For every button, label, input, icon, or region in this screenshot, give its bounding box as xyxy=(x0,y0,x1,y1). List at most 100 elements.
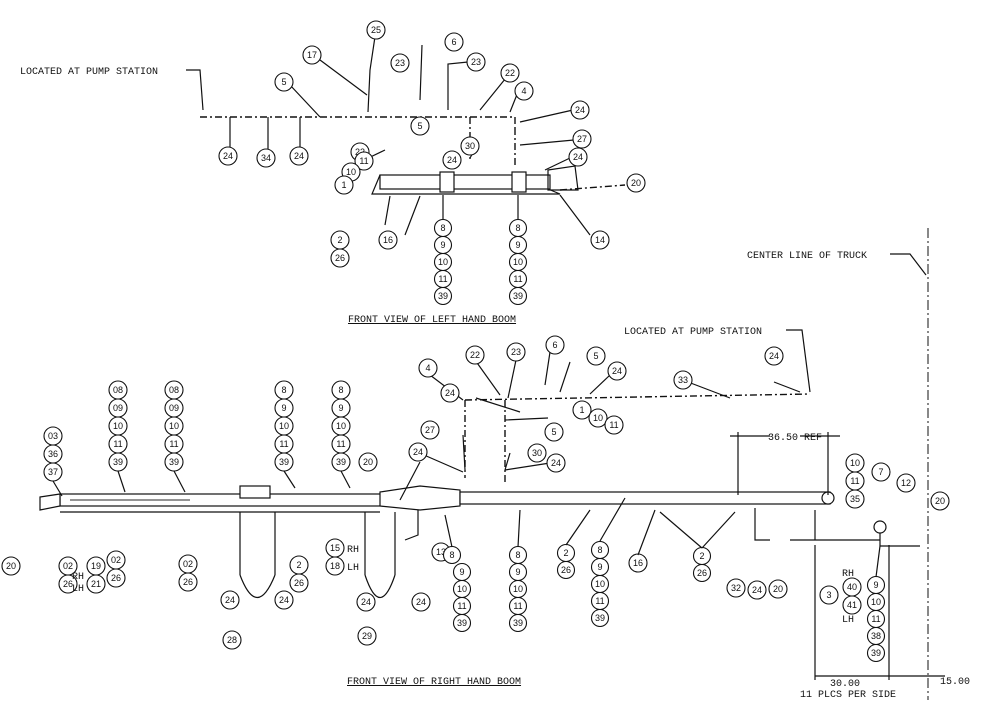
svg-text:2: 2 xyxy=(296,560,301,570)
svg-text:20: 20 xyxy=(363,457,373,467)
svg-text:30: 30 xyxy=(532,448,542,458)
dim-30-15 xyxy=(814,545,945,680)
plcs-label: 11 PLCS PER SIDE xyxy=(800,690,896,701)
svg-text:39: 39 xyxy=(113,457,123,467)
callout-b21: 21 xyxy=(86,574,106,594)
svg-text:09: 09 xyxy=(169,403,179,413)
callout-b24b: 24 xyxy=(274,590,294,610)
svg-text:15: 15 xyxy=(330,543,340,553)
svg-text:3: 3 xyxy=(826,590,831,600)
svg-text:39: 39 xyxy=(513,618,523,628)
callout-b26a: 26 xyxy=(58,574,78,594)
svg-text:5: 5 xyxy=(281,77,286,87)
svg-text:23: 23 xyxy=(395,58,405,68)
left-boom-clamp-a xyxy=(439,171,455,193)
callout-r5b: 5 xyxy=(544,422,564,442)
svg-text:11: 11 xyxy=(457,601,466,611)
callout-stack-r-g: 2 26 xyxy=(692,546,712,583)
callout-27: 27 xyxy=(572,129,592,149)
callout-17: 17 xyxy=(302,45,322,65)
callout-stack-r08a: 08 09 10 11 39 xyxy=(108,380,128,472)
svg-text:24: 24 xyxy=(752,585,762,595)
svg-text:5: 5 xyxy=(593,351,598,361)
svg-text:16: 16 xyxy=(383,235,393,245)
left-boom-nozzle xyxy=(547,165,579,191)
left-boom-tube xyxy=(379,174,551,190)
svg-text:26: 26 xyxy=(111,573,121,583)
callout-r24c: 24 xyxy=(440,383,460,403)
callout-r27: 27 xyxy=(420,420,440,440)
center-line-leader xyxy=(890,253,927,276)
svg-text:2: 2 xyxy=(563,548,568,558)
callout-b02b: 02 xyxy=(106,550,126,570)
svg-text:41: 41 xyxy=(847,600,857,610)
callout-stack-r-e: 2 26 xyxy=(556,543,576,580)
svg-text:26: 26 xyxy=(294,578,304,588)
rh-label-c: RH xyxy=(842,569,854,580)
svg-text:10: 10 xyxy=(457,584,467,594)
svg-text:8: 8 xyxy=(281,385,286,395)
svg-text:10: 10 xyxy=(595,579,605,589)
svg-text:10: 10 xyxy=(513,584,523,594)
callout-b7: 7 xyxy=(871,462,891,482)
callout-b32: 32 xyxy=(726,578,746,598)
svg-text:02: 02 xyxy=(183,559,193,569)
callout-b2a: 2 xyxy=(289,555,309,575)
svg-text:23: 23 xyxy=(471,57,481,67)
svg-text:10: 10 xyxy=(871,597,881,607)
rh-label-a: RH xyxy=(72,572,84,583)
callout-b26d: 26 xyxy=(289,573,309,593)
svg-text:5: 5 xyxy=(551,427,556,437)
svg-text:40: 40 xyxy=(847,582,857,592)
callout-b18: 18 xyxy=(325,556,345,576)
callout-r6: 6 xyxy=(545,335,565,355)
right-boom-tip xyxy=(39,493,61,511)
svg-text:13: 13 xyxy=(436,547,446,557)
svg-text:4: 4 xyxy=(425,363,430,373)
lh-label-a: LH xyxy=(72,584,84,595)
svg-text:24: 24 xyxy=(575,105,585,115)
svg-text:8: 8 xyxy=(449,550,454,560)
callout-r5: 5 xyxy=(586,346,606,366)
svg-text:11: 11 xyxy=(359,156,368,166)
svg-text:08: 08 xyxy=(113,385,123,395)
svg-text:26: 26 xyxy=(63,579,73,589)
svg-text:9: 9 xyxy=(873,580,878,590)
callout-11: 11 xyxy=(354,151,374,171)
lh-label-c: LH xyxy=(842,615,854,626)
callout-20a: 20 xyxy=(626,173,646,193)
svg-text:11: 11 xyxy=(609,420,618,430)
svg-text:7: 7 xyxy=(878,467,883,477)
callout-stack-r-h: 9 10 11 38 39 xyxy=(866,575,886,663)
callout-r23: 23 xyxy=(506,342,526,362)
svg-text:28: 28 xyxy=(227,635,237,645)
callout-r22: 22 xyxy=(465,345,485,365)
svg-text:10: 10 xyxy=(279,421,289,431)
svg-text:8: 8 xyxy=(597,545,602,555)
svg-text:24: 24 xyxy=(769,351,779,361)
svg-text:27: 27 xyxy=(425,425,435,435)
svg-text:24: 24 xyxy=(551,458,561,468)
svg-text:26: 26 xyxy=(561,565,571,575)
svg-text:11: 11 xyxy=(871,614,880,624)
callout-b15: 15 xyxy=(325,538,345,558)
callout-stack-r8b: 8 9 10 11 39 xyxy=(331,380,351,472)
supply-line-right xyxy=(464,393,811,401)
callout-b12: 12 xyxy=(896,473,916,493)
svg-text:4: 4 xyxy=(521,86,526,96)
callout-1: 1 xyxy=(334,175,354,195)
callout-5a: 5 xyxy=(274,72,294,92)
svg-text:11: 11 xyxy=(595,596,604,606)
callout-stack-r8a: 8 9 10 11 39 xyxy=(274,380,294,472)
callout-4: 4 xyxy=(514,81,534,101)
callout-r24a: 24 xyxy=(607,361,627,381)
svg-text:10: 10 xyxy=(113,421,123,431)
svg-text:6: 6 xyxy=(552,340,557,350)
lower-leaders-left xyxy=(229,117,301,150)
svg-text:24: 24 xyxy=(223,151,233,161)
stack-leaders-bottom xyxy=(444,497,881,578)
svg-text:8: 8 xyxy=(338,385,343,395)
svg-text:9: 9 xyxy=(597,562,602,572)
pump-station-label-right: LOCATED AT PUMP STATION xyxy=(624,327,762,338)
callout-b16: 16 xyxy=(628,553,648,573)
